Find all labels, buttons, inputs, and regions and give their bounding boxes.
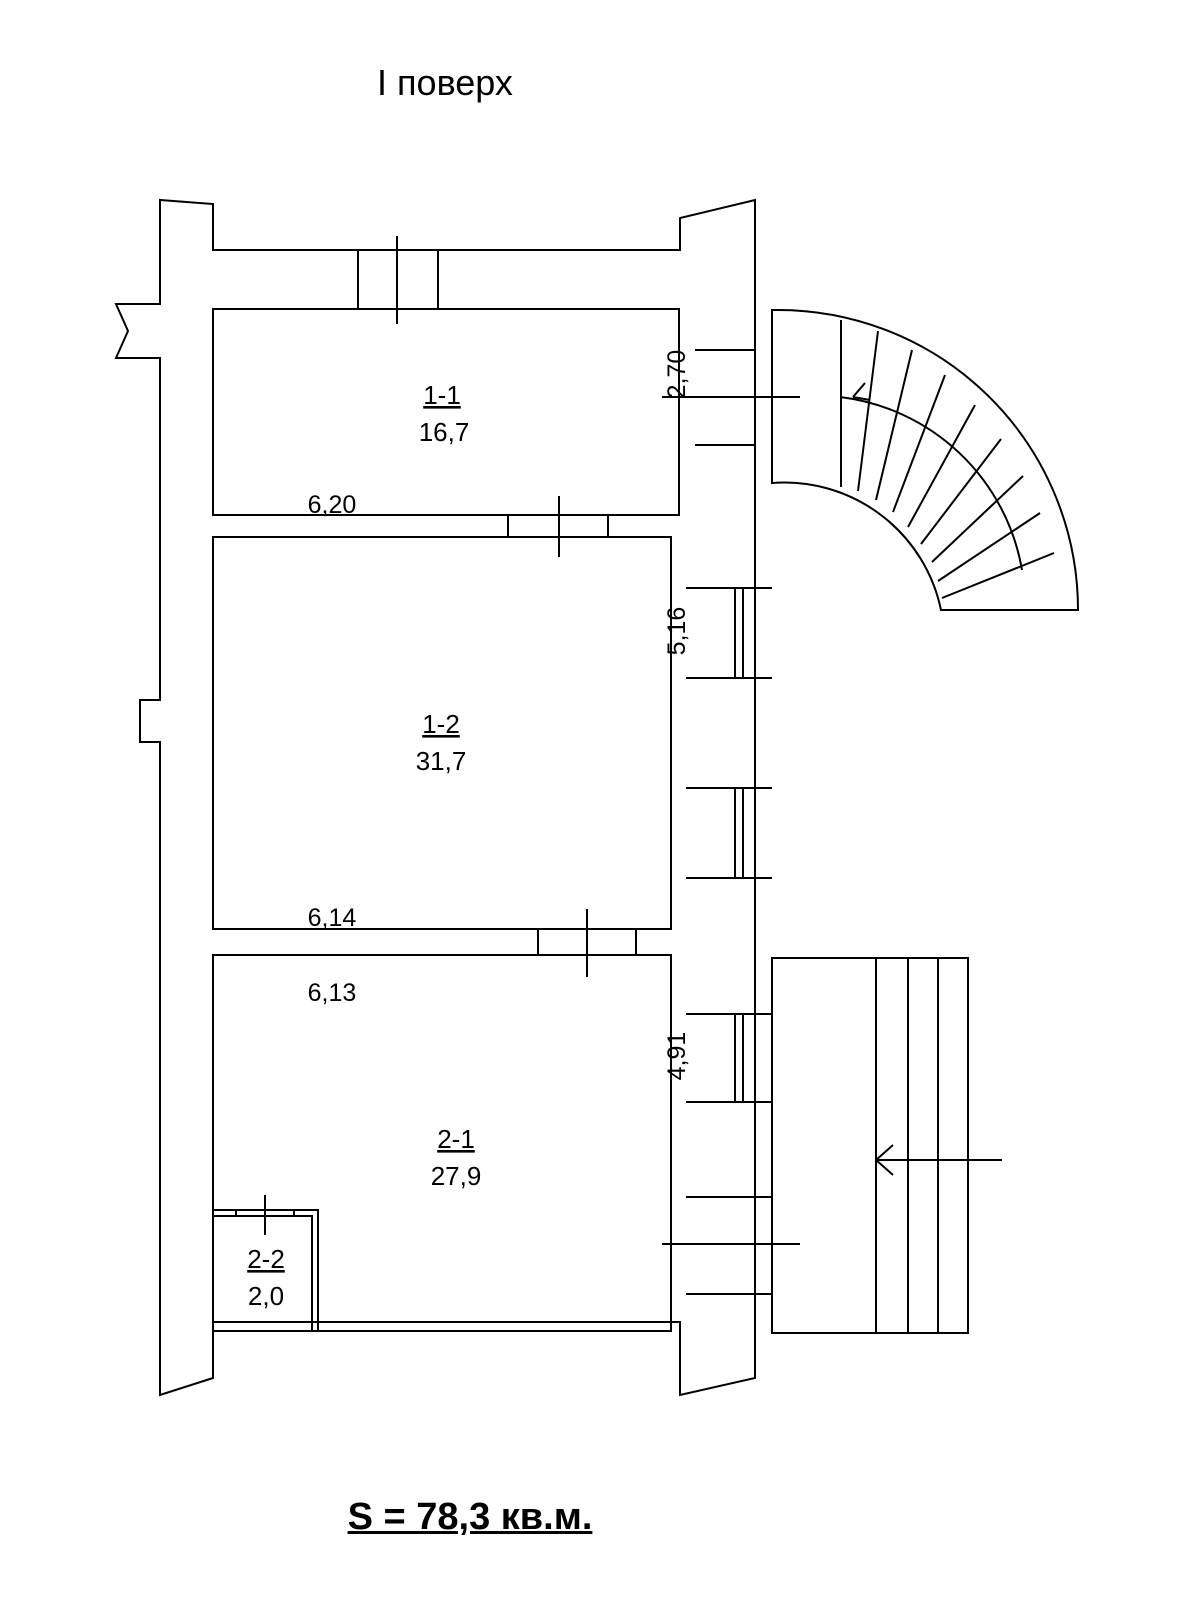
floor-title: I поверх <box>377 62 513 103</box>
total-area: S = 78,3 кв.м. <box>347 1496 593 1538</box>
door-1-2-to-2-1 <box>537 909 637 977</box>
right-wall-openings <box>662 349 800 1295</box>
walls <box>114 198 756 1397</box>
room-2-1-outline <box>212 954 672 1332</box>
room-1-1-outline <box>212 308 680 516</box>
room-1-2-id: 1-2 <box>422 709 460 739</box>
dim-1-2-width: 6,14 <box>308 904 357 932</box>
room-2-1-area: 27,9 <box>431 1161 482 1191</box>
dim-1-1-width: 6,20 <box>308 491 357 519</box>
spiral-stair <box>771 308 1080 611</box>
outer-wall <box>114 198 756 1397</box>
room-1-1-area: 16,7 <box>419 417 470 447</box>
straight-stair <box>771 957 1002 1334</box>
door-1-1-to-1-2 <box>507 496 609 557</box>
dim-1-1-height: 2,70 <box>663 350 691 399</box>
room-1-1-id: 1-1 <box>423 380 461 410</box>
dim-1-2-height: 5,16 <box>663 607 691 656</box>
room-2-2-area: 2,0 <box>248 1281 284 1311</box>
dim-2-1-height: 4,91 <box>663 1032 691 1081</box>
room-2-1-id: 2-1 <box>437 1124 475 1154</box>
room-1-2-outline <box>212 536 672 930</box>
room-2-2-outline <box>213 1209 319 1331</box>
dim-2-1-width: 6,13 <box>308 979 357 1007</box>
room-1-2-area: 31,7 <box>416 746 467 776</box>
window-top <box>357 236 439 324</box>
room-2-2-id: 2-2 <box>247 1244 285 1274</box>
